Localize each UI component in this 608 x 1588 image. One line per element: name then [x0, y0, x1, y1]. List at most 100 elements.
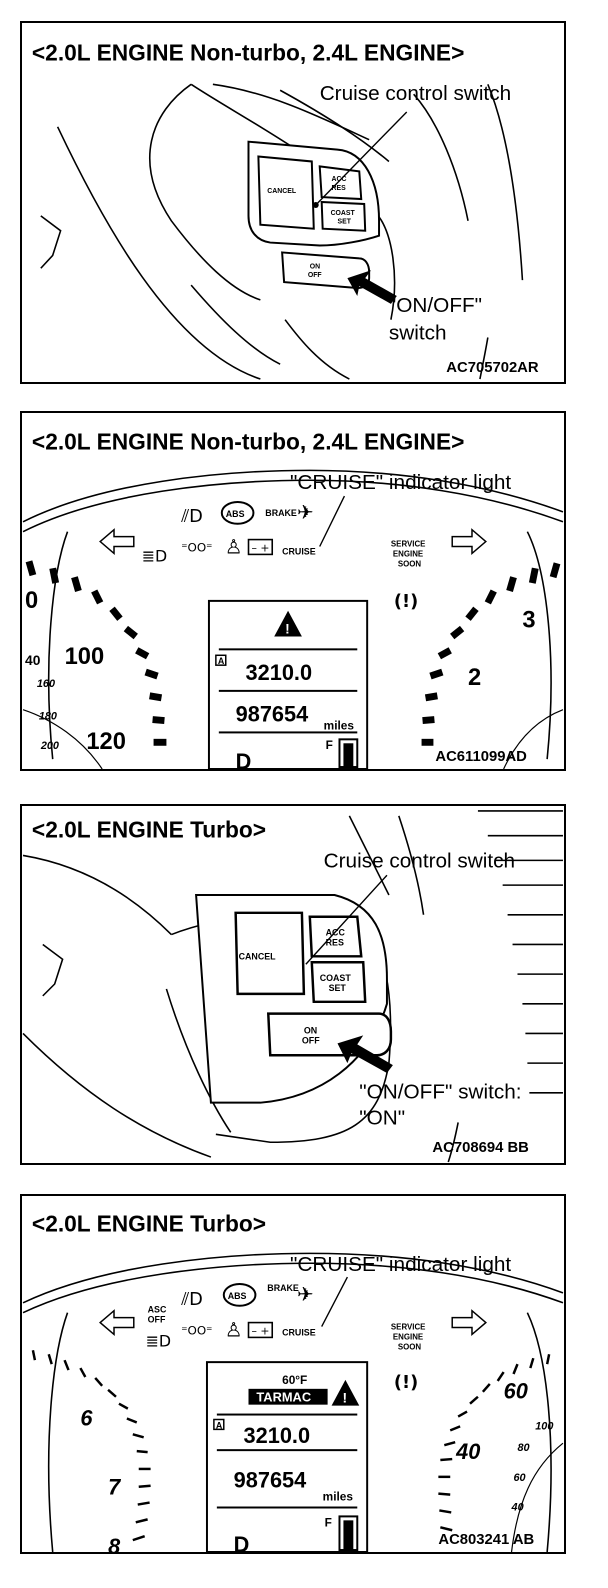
odometer-unit: miles	[323, 1490, 354, 1504]
res-label: RES	[332, 185, 347, 192]
tacho-ticks	[421, 562, 561, 746]
battery-terminals-icon: – +	[251, 1324, 269, 1337]
high-beam-icon: ≣D	[142, 546, 167, 565]
leader-dot	[312, 202, 319, 208]
speedo-label-small: 180	[39, 711, 57, 723]
speedo-label: 60	[504, 1379, 528, 1404]
panel-steering-switch-turbo: <2.0L ENGINE Turbo> CANCEL ACC RES COAST	[20, 804, 566, 1165]
trip-a-badge	[213, 1418, 225, 1431]
fuel-label: F	[325, 1515, 332, 1529]
callout-light: "CRUISE" indicator light	[290, 1253, 511, 1276]
odometer-value: 987654	[234, 1468, 307, 1493]
abs-label: ABS	[226, 509, 245, 519]
on-label: ON	[304, 1025, 317, 1035]
warning-icon	[274, 610, 302, 637]
panel-title: <2.0L ENGINE Non-turbo, 2.4L ENGINE>	[32, 40, 464, 66]
speedo-label: 120	[86, 729, 126, 755]
cruise-label: CRUISE	[282, 546, 316, 556]
tacho-ticks	[31, 1350, 151, 1542]
coast-set-button[interactable]	[310, 961, 367, 1004]
abs-icon	[220, 501, 255, 525]
asc-label-1: ASC	[148, 1305, 167, 1315]
cancel-label: CANCEL	[239, 951, 277, 961]
figure-code: AC708694 BB	[432, 1140, 529, 1156]
tire-pressure-icon: (!)	[394, 1372, 418, 1393]
coast-set-button[interactable]	[320, 200, 367, 232]
mode-badge	[248, 1388, 328, 1405]
abs-icon	[222, 1283, 257, 1307]
fog-light-icon: ⫽D	[180, 506, 203, 527]
gear-value: D	[236, 749, 252, 769]
arrow-icon	[337, 1035, 393, 1074]
speedo-label-small: 60	[514, 1472, 526, 1484]
speedo-label-small: 100	[535, 1420, 553, 1432]
service-label-1: SERVICE	[391, 1323, 426, 1332]
turn-left-icon	[99, 528, 135, 556]
trip-a-label: A	[218, 656, 225, 666]
speedo-label-small: 80	[517, 1442, 529, 1454]
acc-label: ACC	[332, 176, 347, 183]
service-label-2: ENGINE	[393, 549, 423, 558]
tacho-label: 8	[108, 1534, 121, 1552]
panel-title: <2.0L ENGINE Non-turbo, 2.4L ENGINE>	[32, 429, 464, 455]
trip-a-badge	[215, 654, 227, 666]
res-label: RES	[326, 937, 344, 947]
tire-pressure-icon: (!)	[394, 591, 418, 612]
callout-light: "CRUISE" indicator light	[290, 471, 511, 494]
off-label: OFF	[308, 272, 322, 279]
asc-label-2: OFF	[148, 1315, 166, 1325]
coast-label: COAST	[320, 973, 352, 983]
service-label-2: ENGINE	[393, 1332, 423, 1341]
callout-onoff-2: "ON"	[359, 1106, 405, 1129]
on-off-button[interactable]	[266, 1012, 393, 1057]
battery-terminals-icon: – +	[251, 541, 269, 554]
service-label-3: SOON	[398, 1342, 422, 1351]
high-beam-icon: ≣D	[146, 1331, 171, 1350]
fog-light-icon: ⫽D	[180, 1289, 203, 1310]
brake-label: BRAKE	[267, 1283, 299, 1293]
speedo-ticks	[25, 560, 167, 746]
cruise-label: CRUISE	[282, 1327, 316, 1337]
seatbelt-icon: ♙	[225, 535, 243, 558]
position-light-icon: ⁼OO⁼	[181, 540, 212, 554]
cancel-button[interactable]	[257, 155, 315, 230]
speedo-label-small: 40	[25, 652, 41, 668]
svg-text:!: !	[285, 621, 290, 637]
panel-steering-switch-nonturbo: <2.0L ENGINE Non-turbo, 2.4L ENGINE> CAN…	[20, 21, 566, 384]
airbag-icon: ✈	[297, 1283, 314, 1306]
leader-line-light	[321, 1276, 349, 1327]
mode-value: TARMAC	[256, 1390, 311, 1405]
turn-right-icon	[451, 528, 487, 556]
temperature-value: 60°F	[282, 1373, 307, 1387]
set-label: SET	[329, 983, 347, 993]
speedo-label-small: 160	[37, 678, 55, 690]
position-light-icon: ⁼OO⁼	[181, 1323, 212, 1337]
steering-switch-illustration: <2.0L ENGINE Non-turbo, 2.4L ENGINE> CAN…	[32, 40, 539, 380]
off-label: OFF	[302, 1035, 320, 1045]
panel-cluster-turbo: <2.0L ENGINE Turbo> "CRUISE" indicator l…	[20, 1194, 566, 1554]
panel-title: <2.0L ENGINE Turbo>	[32, 817, 266, 843]
seatbelt-icon: ♙	[225, 1318, 243, 1341]
on-off-button[interactable]	[281, 251, 371, 290]
callout-onoff-1: "ON/OFF"	[389, 294, 482, 317]
figure-code: AC705702AR	[446, 360, 539, 376]
speedo-ticks	[438, 1353, 551, 1532]
service-label-1: SERVICE	[391, 540, 426, 549]
battery-icon	[247, 1321, 274, 1339]
cancel-button[interactable]	[234, 911, 306, 996]
warning-icon	[331, 1379, 360, 1406]
instrument-cluster-illustration: <2.0L ENGINE Non-turbo, 2.4L ENGINE> "CR…	[22, 429, 564, 769]
odometer-value: 987654	[236, 702, 309, 727]
fuel-label: F	[326, 738, 333, 752]
tacho-label: 3	[522, 608, 535, 634]
speedo-label-small: 200	[40, 740, 59, 752]
svg-text:!: !	[342, 1390, 347, 1406]
leader-line-switch	[305, 874, 388, 965]
arrow-icon	[347, 270, 397, 304]
service-label-3: SOON	[398, 559, 422, 568]
speedo-label: 100	[65, 644, 105, 670]
gear-value: D	[234, 1532, 250, 1552]
speedo-label: 40	[455, 1439, 480, 1464]
speedo-label: 0	[25, 588, 38, 614]
turn-left-icon	[99, 1309, 135, 1337]
